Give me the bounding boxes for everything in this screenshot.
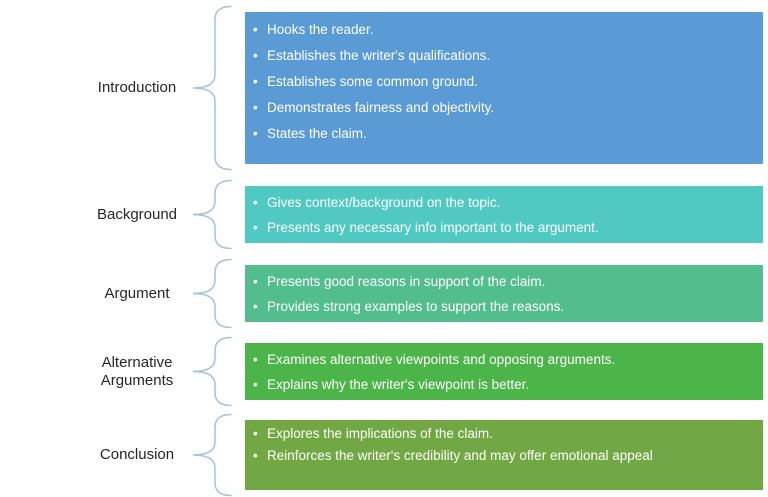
bullet-icon: • xyxy=(253,352,258,367)
bullet-icon: • xyxy=(253,100,258,115)
bullet-icon: • xyxy=(253,22,258,37)
curly-brace-icon xyxy=(192,336,232,407)
bullet-item: •Hooks the reader. xyxy=(253,17,753,43)
curly-brace-icon xyxy=(192,258,232,329)
brace-cell xyxy=(188,179,245,250)
section-box-background: •Gives context/background on the topic. … xyxy=(245,186,763,243)
curly-brace-icon xyxy=(192,5,232,171)
bullet-icon: • xyxy=(253,377,258,392)
section-conclusion: Conclusion •Explores the implications of… xyxy=(0,413,763,497)
section-box-alternative-arguments: •Examines alternative viewpoints and opp… xyxy=(245,343,763,400)
bullet-item: •Establishes some common ground. xyxy=(253,69,753,95)
section-label-introduction: Introduction xyxy=(97,79,177,96)
brace-cell xyxy=(188,336,245,407)
bullet-item: •Presents good reasons in support of the… xyxy=(253,269,753,294)
bullet-icon: • xyxy=(253,426,258,441)
section-label-conclusion: Conclusion xyxy=(99,446,175,463)
bullet-item: •Explains why the writer's viewpoint is … xyxy=(253,372,753,397)
brace-cell xyxy=(188,413,245,497)
bullet-item: •Provides strong examples to support the… xyxy=(253,294,753,319)
bullet-icon: • xyxy=(253,126,258,141)
brace-cell xyxy=(188,258,245,329)
section-background: Background •Gives context/background on … xyxy=(0,179,763,250)
bullet-item: •Presents any necessary info important t… xyxy=(253,215,753,240)
bullet-icon: • xyxy=(253,195,258,210)
section-label-background: Background xyxy=(96,205,178,223)
section-argument: Argument •Presents good reasons in suppo… xyxy=(0,258,763,329)
bullet-item: •Demonstrates fairness and objectivity. xyxy=(253,95,753,121)
bullet-icon: • xyxy=(253,274,258,289)
bullet-icon: • xyxy=(253,448,258,463)
section-box-argument: •Presents good reasons in support of the… xyxy=(245,265,763,322)
bullet-icon: • xyxy=(253,299,258,314)
bullet-item: •Examines alternative viewpoints and opp… xyxy=(253,347,753,372)
section-label-argument: Argument xyxy=(104,284,170,302)
curly-brace-icon xyxy=(192,413,232,497)
bullet-item: •Reinforces the writer's credibility and… xyxy=(253,445,753,467)
bullet-icon: • xyxy=(253,220,258,235)
section-box-conclusion: •Explores the implications of the claim.… xyxy=(245,420,763,490)
curly-brace-icon xyxy=(192,179,232,250)
section-alternative-arguments: Alternative Arguments •Examines alternat… xyxy=(0,336,763,407)
section-box-introduction: •Hooks the reader. •Establishes the writ… xyxy=(245,12,763,164)
section-label-alternative-arguments: Alternative Arguments xyxy=(100,353,174,389)
bullet-icon: • xyxy=(253,48,258,63)
brace-cell xyxy=(188,5,245,171)
bullet-item: •Gives context/background on the topic. xyxy=(253,190,753,215)
section-introduction: Introduction •Hooks the reader. •Establi… xyxy=(0,5,763,171)
essay-structure-diagram: Introduction •Hooks the reader. •Establi… xyxy=(0,5,763,497)
bullet-item: •States the claim. xyxy=(253,121,753,147)
bullet-item: •Explores the implications of the claim. xyxy=(253,423,753,445)
bullet-icon: • xyxy=(253,74,258,89)
bullet-item: •Establishes the writer's qualifications… xyxy=(253,43,753,69)
